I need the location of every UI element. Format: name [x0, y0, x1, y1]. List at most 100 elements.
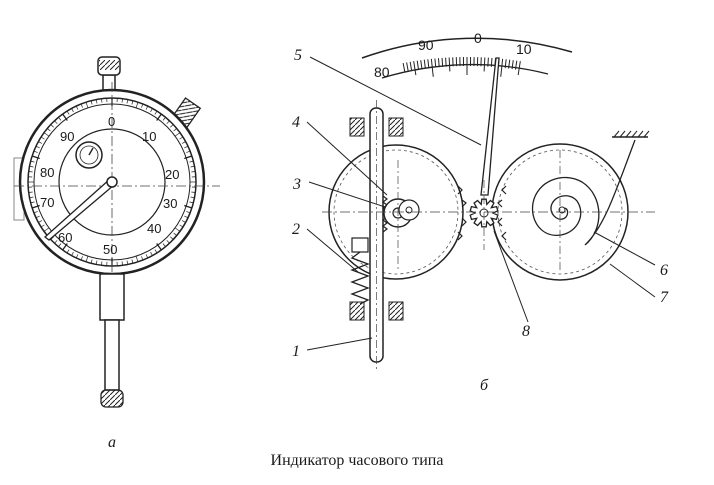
dial-tick	[66, 110, 70, 115]
scale-tick	[483, 57, 486, 72]
scale-tick	[420, 60, 423, 70]
dial-tick	[181, 220, 186, 223]
scale-tick	[441, 57, 444, 67]
scale-tick	[437, 58, 440, 68]
dial-tick	[95, 99, 98, 104]
dial-number-60: 60	[58, 230, 72, 245]
dial-tick	[186, 211, 191, 214]
dial-tick	[28, 191, 33, 193]
leader-7	[609, 263, 656, 298]
return-spring	[350, 251, 370, 305]
dial-tick	[75, 105, 79, 110]
dial-tick	[85, 102, 89, 108]
indicator-mechanism: 80 90 0 10	[292, 30, 669, 394]
dial-tick	[95, 260, 98, 265]
indicator-external-view: 0 10 20 30 40 50 60 70 80 90 а	[13, 56, 220, 451]
dial-tick	[121, 98, 123, 103]
leader-5	[309, 56, 482, 146]
dial-tick	[71, 108, 74, 113]
dial-tick	[131, 100, 134, 105]
scale-number-0: 0	[474, 30, 482, 46]
hairspring	[531, 139, 636, 246]
scale-ticks	[402, 57, 521, 77]
dial-tick	[62, 243, 68, 251]
scale-tick	[504, 59, 507, 69]
dial-tick	[66, 249, 70, 254]
gear-4-hub	[405, 206, 413, 214]
scale-tick	[487, 57, 489, 67]
dial-tick	[90, 259, 93, 264]
dial-tick	[170, 236, 174, 240]
scale-tick	[413, 61, 417, 76]
dial-tick	[189, 201, 194, 204]
scale-tick	[409, 61, 413, 71]
dial-tick	[184, 204, 193, 209]
dial-tick	[174, 227, 181, 232]
dial-tick	[173, 232, 177, 236]
dial-tick	[166, 240, 170, 244]
dial-tick	[184, 145, 189, 149]
scale-tick	[416, 60, 420, 70]
pointer-hub	[106, 176, 118, 188]
dial-number-40: 40	[147, 221, 161, 236]
dial-tick	[28, 171, 33, 173]
rack-teeth	[382, 195, 388, 233]
dial-tick	[121, 261, 123, 266]
mechanism-pointer	[480, 57, 500, 196]
spring-anchor	[351, 237, 369, 253]
scale-tick	[490, 57, 493, 67]
scale-tick	[402, 62, 406, 72]
dial-tick	[33, 150, 38, 153]
dial-tick	[131, 259, 134, 264]
dial-tick	[31, 155, 40, 160]
scale-tick	[500, 58, 504, 77]
part-label-7: 7	[660, 289, 669, 306]
bearing-top-right	[388, 117, 404, 137]
bearing-top-left	[349, 117, 365, 137]
scale-arc-outer	[361, 37, 573, 59]
dial-tick	[54, 240, 58, 244]
scale-tick	[427, 59, 430, 69]
dial-tick	[179, 136, 184, 140]
stem-lower	[104, 319, 120, 391]
dial-number-10: 10	[142, 129, 156, 144]
dial-number-30: 30	[163, 196, 177, 211]
dial-tick	[141, 103, 144, 108]
top-cap-knurl	[99, 60, 119, 70]
large-gear-right-teeth	[497, 185, 507, 241]
dial-tick	[35, 215, 40, 219]
bearing-bottom-left	[349, 301, 365, 321]
scale-tick	[430, 58, 434, 77]
dial-tick	[47, 128, 51, 132]
panel-label-a: а	[108, 434, 116, 451]
dial-tick	[33, 211, 38, 214]
spring-fixed-hatch	[613, 130, 650, 138]
dial-tick	[43, 132, 50, 137]
leader-8	[493, 230, 529, 323]
scale-arc-inner	[381, 64, 549, 79]
hairspring-arbor	[558, 206, 566, 214]
dial-number-90: 90	[60, 129, 74, 144]
dial-tick	[85, 256, 89, 262]
leader-6	[593, 231, 656, 266]
dial-number-80: 80	[40, 165, 54, 180]
dial-tick	[101, 261, 103, 266]
dial-tick	[191, 191, 196, 193]
scale-tick	[445, 57, 447, 67]
dial-tick	[150, 251, 153, 256]
dial-tick	[184, 155, 193, 160]
part-label-1: 1	[292, 343, 300, 360]
scale-tick	[406, 62, 409, 72]
dial-tick	[40, 136, 45, 140]
dial-tick	[80, 256, 83, 261]
stem-upper	[99, 273, 125, 321]
dial-tick	[90, 100, 93, 105]
dial-tick	[30, 201, 35, 204]
scale-tick	[508, 59, 511, 69]
dial-tick	[80, 103, 83, 108]
part-label-3: 3	[292, 176, 301, 193]
dial-tick	[173, 128, 177, 132]
dial-tick	[190, 165, 195, 168]
scale-tick	[423, 59, 426, 69]
